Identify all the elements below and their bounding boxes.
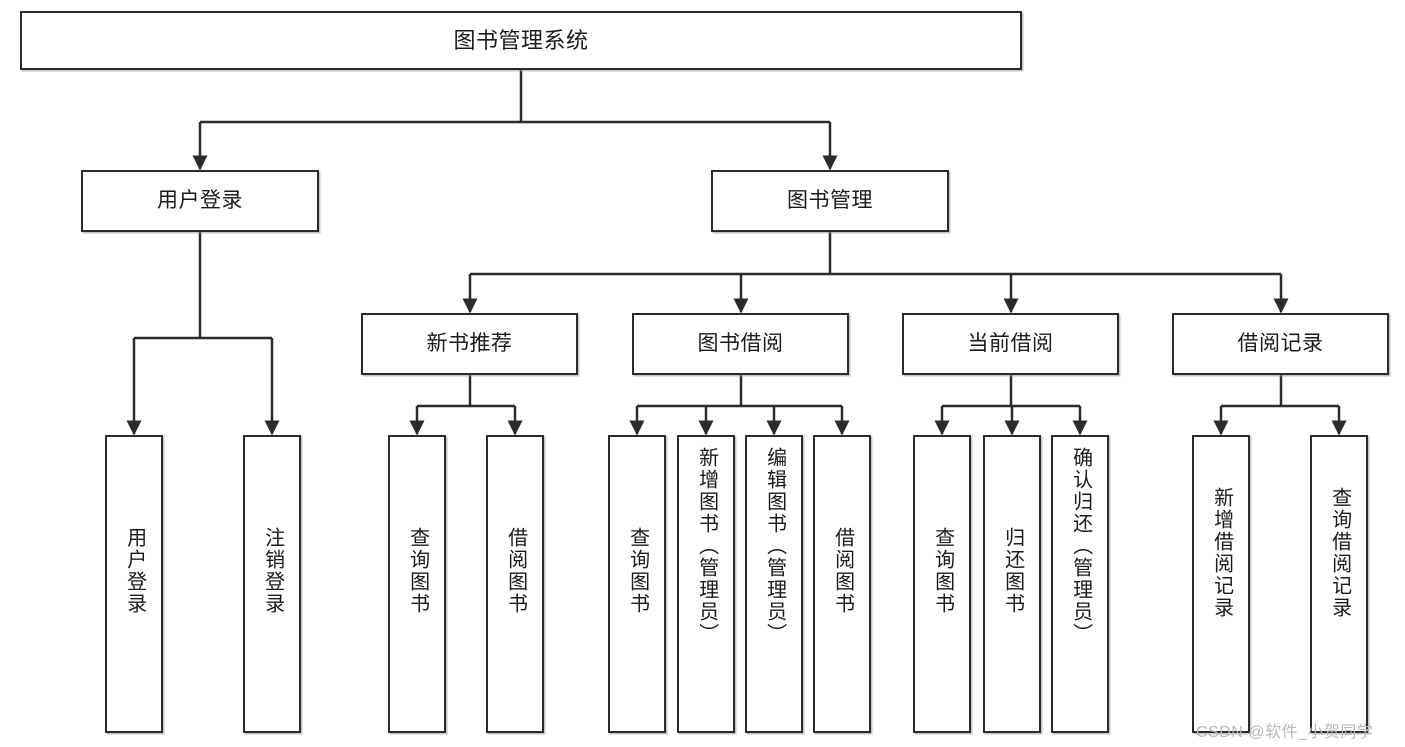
node-label-leaf_q_book_2: 查询图书: [626, 527, 649, 615]
node-leaf_conf_ret[interactable]: 确认归还（管理员）: [1051, 435, 1109, 733]
node-label-leaf_q_book_3: 查询图书: [931, 527, 954, 615]
node-label-current_borrow: 当前借阅: [967, 331, 1054, 355]
node-leaf_q_book_1[interactable]: 查询图书: [388, 435, 446, 733]
node-label-leaf_return: 归还图书: [1001, 527, 1024, 615]
node-user_login[interactable]: 用户登录: [81, 170, 319, 232]
node-label-leaf_q_book_1: 查询图书: [406, 527, 429, 615]
edge-group: [126, 70, 1347, 436]
node-leaf_add_rec[interactable]: 新增借阅记录: [1192, 435, 1250, 733]
node-leaf_add_book[interactable]: 新增图书（管理员）: [677, 435, 735, 733]
node-label-leaf_b_book_2: 借阅图书: [831, 527, 854, 615]
node-borrow_record[interactable]: 借阅记录: [1172, 313, 1389, 375]
node-label-leaf_b_book_1: 借阅图书: [504, 527, 527, 615]
node-leaf_b_book_2[interactable]: 借阅图书: [813, 435, 871, 733]
node-leaf_user_login[interactable]: 用户登录: [105, 435, 163, 733]
node-label-leaf_conf_ret: 确认归还（管理员）: [1069, 447, 1092, 645]
node-leaf_b_book_1[interactable]: 借阅图书: [486, 435, 544, 733]
node-leaf_logout[interactable]: 注销登录: [243, 435, 301, 733]
node-leaf_return[interactable]: 归还图书: [983, 435, 1041, 733]
node-new_book_rec[interactable]: 新书推荐: [361, 313, 578, 375]
node-leaf_edit_book[interactable]: 编辑图书（管理员）: [745, 435, 803, 733]
node-label-borrow_record: 借阅记录: [1237, 331, 1324, 355]
node-root[interactable]: 图书管理系统: [20, 11, 1022, 70]
node-leaf_q_book_3[interactable]: 查询图书: [913, 435, 971, 733]
node-label-leaf_user_login: 用户登录: [123, 527, 146, 615]
node-book_mgmt[interactable]: 图书管理: [711, 170, 949, 232]
watermark-text: CSDN @软件_小贺同学: [1196, 724, 1374, 741]
node-label-leaf_q_rec: 查询借阅记录: [1328, 487, 1351, 619]
node-label-leaf_add_book: 新增图书（管理员）: [695, 447, 718, 645]
node-label-leaf_add_rec: 新增借阅记录: [1210, 487, 1233, 619]
node-label-new_book_rec: 新书推荐: [426, 331, 513, 355]
node-book_borrow[interactable]: 图书借阅: [632, 313, 849, 375]
node-label-book_mgmt: 图书管理: [787, 188, 873, 212]
node-label-user_login: 用户登录: [157, 188, 243, 212]
node-leaf_q_rec[interactable]: 查询借阅记录: [1310, 435, 1368, 733]
node-leaf_q_book_2[interactable]: 查询图书: [608, 435, 666, 733]
node-label-root: 图书管理系统: [453, 27, 589, 53]
node-label-leaf_logout: 注销登录: [261, 527, 284, 615]
node-label-book_borrow: 图书借阅: [697, 331, 784, 355]
node-label-leaf_edit_book: 编辑图书（管理员）: [763, 447, 786, 645]
node-current_borrow[interactable]: 当前借阅: [902, 313, 1119, 375]
